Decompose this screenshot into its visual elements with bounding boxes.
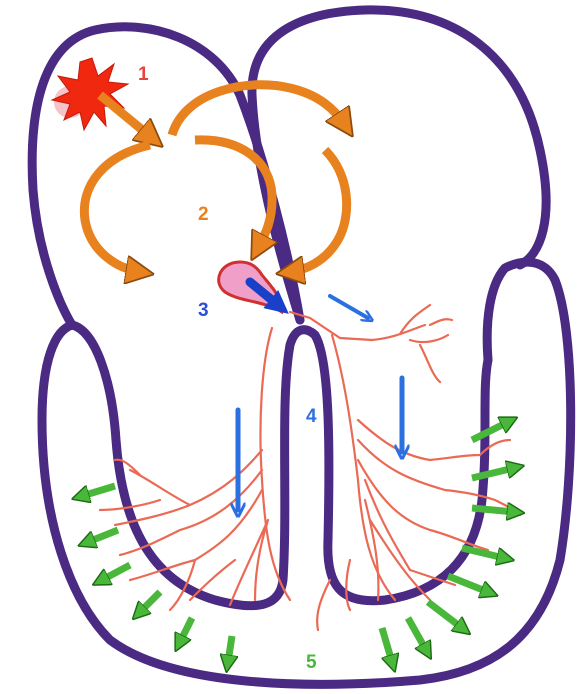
outward-arrow-icon xyxy=(82,486,115,496)
curved-arrow-icon xyxy=(100,95,152,138)
atrial-arrows xyxy=(84,85,346,272)
outward-arrow-icon xyxy=(462,548,504,558)
outward-arrow-icon xyxy=(472,468,514,478)
step-3-label: 3 xyxy=(198,300,209,321)
step-2-label: 2 xyxy=(198,204,209,225)
outward-arrow-icon xyxy=(102,565,130,580)
outward-arrow-icon xyxy=(472,508,514,512)
step-1-label: 1 xyxy=(138,64,149,85)
outward-arrow-icon xyxy=(228,636,232,662)
upper-right-branches xyxy=(372,305,452,382)
right-ventricle-inner-outline xyxy=(72,325,488,606)
outward-arrow-icon xyxy=(180,618,192,642)
curved-arrow-icon xyxy=(84,145,150,272)
curved-arrow-icon xyxy=(290,150,347,272)
outward-arrow-icon xyxy=(382,628,392,662)
step-4-label: 4 xyxy=(306,406,317,427)
right-fiber-tree xyxy=(317,420,520,630)
outward-arrow-icon xyxy=(428,602,462,628)
outward-arrow-icon xyxy=(88,530,118,542)
step-5-label: 5 xyxy=(306,652,317,673)
sa-node xyxy=(52,58,128,130)
right-arrow-icon xyxy=(330,296,368,318)
outward-arrow-icon xyxy=(408,618,426,650)
outward-arrow-icon xyxy=(140,592,160,612)
outward-arrow-icon xyxy=(472,422,508,440)
